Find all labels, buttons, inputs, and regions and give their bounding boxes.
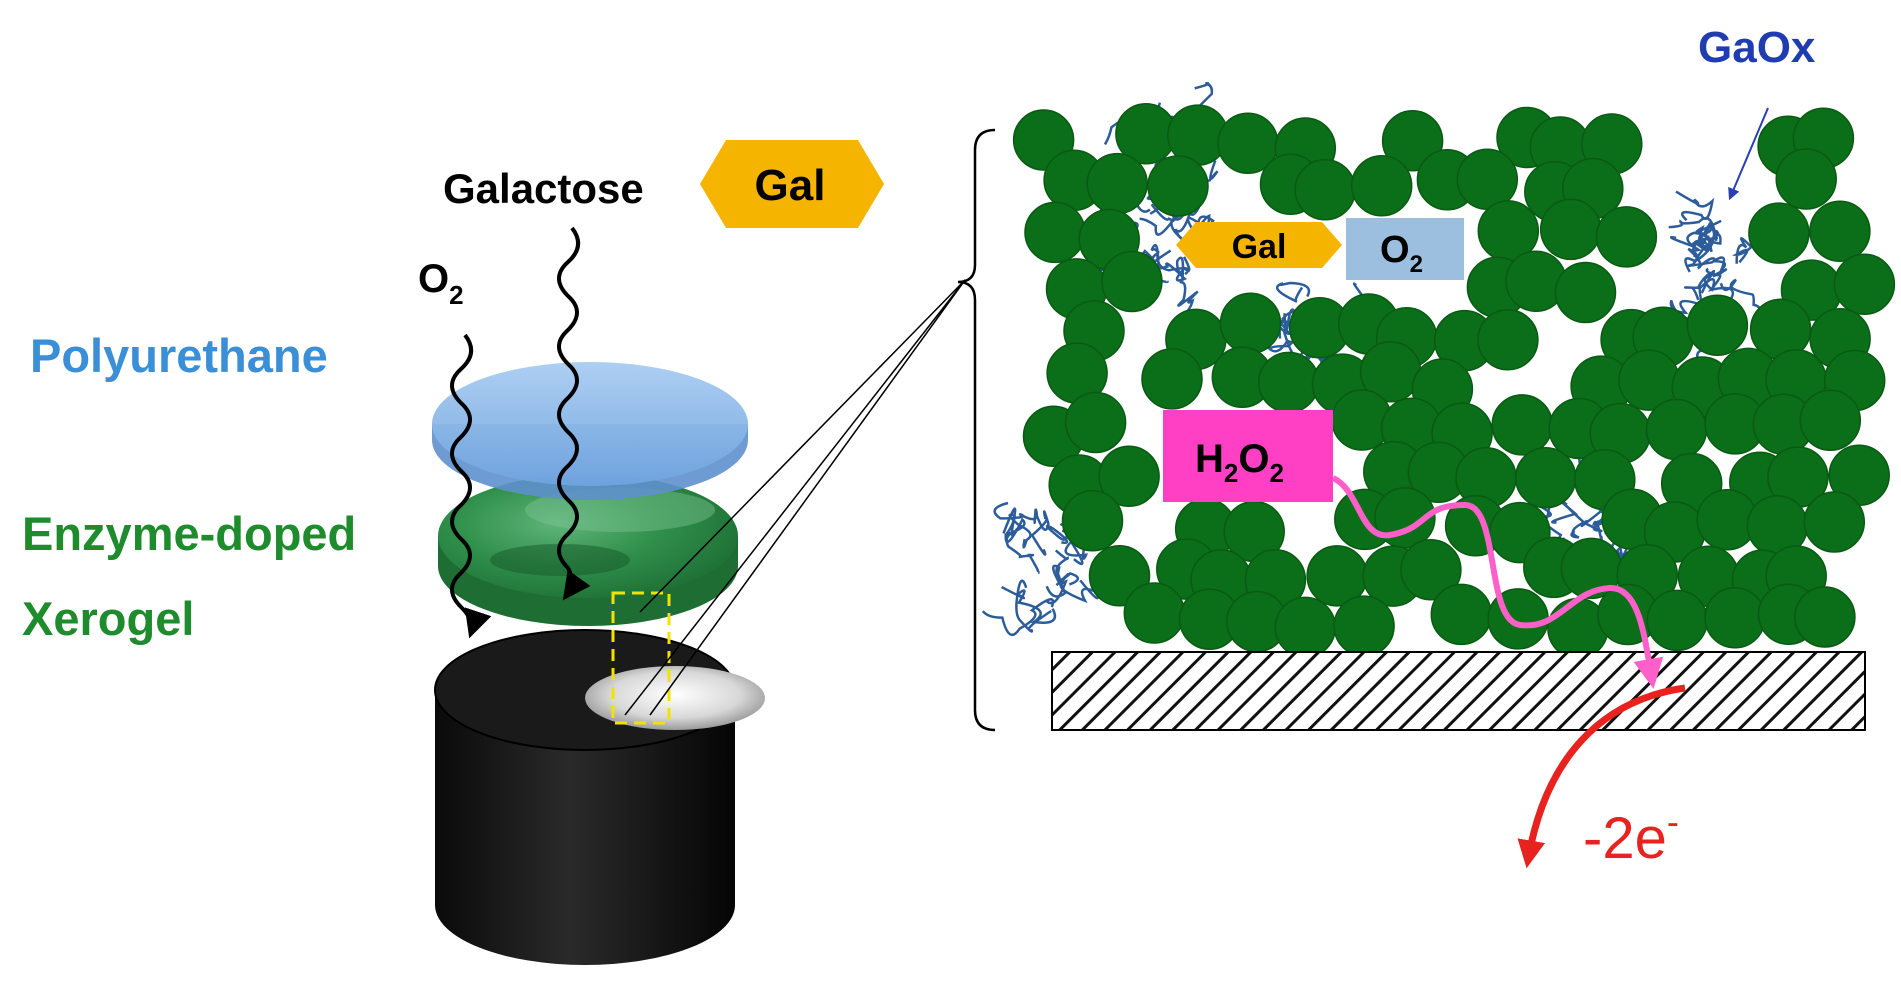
xerogel-particle xyxy=(1833,253,1896,315)
polyurethane-layer xyxy=(432,362,748,500)
zoom-line-top xyxy=(639,279,966,613)
xerogel-particle xyxy=(1381,110,1444,172)
h2o2-label: H2O2 xyxy=(1195,437,1284,488)
xerogel-particle xyxy=(1477,309,1539,371)
xerogel-particle xyxy=(1257,351,1320,414)
xerogel-particle xyxy=(1141,348,1203,410)
xerogel-label-line2: Xerogel xyxy=(22,592,194,645)
gaox-enzyme-strand xyxy=(1731,237,1754,264)
gaox-enzyme-strand xyxy=(1000,585,1057,624)
xerogel-particle xyxy=(1024,201,1086,264)
xerogel-particle xyxy=(1539,198,1602,261)
xerogel-particle xyxy=(1274,596,1337,659)
galactose-diffusion-arrow xyxy=(557,226,591,601)
xerogel-particle xyxy=(1554,261,1617,324)
gaox-enzyme-strand xyxy=(1045,579,1100,605)
electrode-cylinder xyxy=(434,629,765,965)
gaox-enzyme-strand xyxy=(1687,245,1728,277)
xerogel-particle xyxy=(1809,200,1871,263)
gal-badge: Gal xyxy=(700,140,884,228)
h2o2-box: H2O2 xyxy=(1163,410,1333,502)
electron-label: -2e- xyxy=(1583,801,1679,871)
gaox-enzyme-strand xyxy=(1030,510,1050,556)
gaox-enzyme-strand xyxy=(1698,269,1716,309)
xerogel-label-line1: Enzyme-doped xyxy=(22,507,356,560)
xerogel-particle xyxy=(1294,159,1356,221)
gaox-enzyme-strand xyxy=(1004,515,1026,544)
xerogel-particle xyxy=(1430,583,1493,646)
xerogel-particle xyxy=(1514,446,1577,509)
gaox-enzyme-strand xyxy=(1675,190,1715,222)
polyurethane-label: Polyurethane xyxy=(30,329,328,382)
gaox-enzyme-strand xyxy=(993,501,1039,525)
gaox-enzyme-strand xyxy=(1051,564,1080,587)
gaox-enzyme-strand xyxy=(1175,256,1191,282)
xerogel-particle xyxy=(1147,155,1209,217)
zoom-line-upper xyxy=(624,279,966,716)
gaox-enzyme-strand xyxy=(1684,267,1714,301)
xerogel-particle xyxy=(1775,148,1837,210)
o2-box-label: O2 xyxy=(1380,229,1423,278)
xerogel-particles xyxy=(1012,103,1896,660)
gaox-enzyme-strand xyxy=(1719,278,1766,315)
gal-small-label: Gal xyxy=(1232,228,1287,266)
electron-transfer-arrow xyxy=(1517,684,1686,869)
xerogel-particle xyxy=(1645,398,1708,461)
xerogel-particle xyxy=(1350,155,1413,217)
xerogel-particle xyxy=(1595,206,1658,268)
xerogel-particle xyxy=(1803,491,1866,553)
xerogel-particle xyxy=(1491,394,1553,456)
xerogel-particle xyxy=(1086,152,1148,215)
gaox-enzyme-strand xyxy=(981,598,1055,637)
xerogel-particle xyxy=(1748,202,1810,264)
xerogel-particle xyxy=(1686,294,1749,356)
electrode-surface xyxy=(1051,651,1866,731)
gal-small-badge: Gal xyxy=(1176,222,1342,268)
xerogel-particle xyxy=(1704,587,1766,649)
xerogel-particle xyxy=(1061,489,1124,552)
xerogel-particle xyxy=(1101,250,1163,313)
gal-badge-label: Gal xyxy=(755,161,826,210)
xerogel-particle xyxy=(1123,582,1186,644)
gaox-pointer-arrow xyxy=(1728,107,1769,201)
xerogel-particle xyxy=(1799,389,1862,451)
xerogel-particle xyxy=(1794,586,1856,648)
o2-diffusion-arrow xyxy=(450,333,492,639)
gaox-enzyme-strand xyxy=(1275,281,1311,303)
galactose-label: Galactose xyxy=(443,165,644,212)
gaox-enzyme-strand xyxy=(1687,247,1727,271)
electrode-hole xyxy=(585,666,765,730)
gaox-enzyme-strand xyxy=(1177,280,1199,319)
h2o2-diffusion-arrow xyxy=(1331,475,1664,689)
xerogel-layer xyxy=(438,474,738,626)
xerogel-particle xyxy=(1219,292,1282,355)
gaox-enzyme-strand xyxy=(1668,216,1718,242)
zoom-bracket xyxy=(957,128,996,732)
o2-left-label: O2 xyxy=(418,257,464,310)
zoom-line-lower xyxy=(649,279,966,716)
gaox-label: GaOx xyxy=(1698,23,1816,72)
gaox-enzyme-strand xyxy=(1015,579,1052,633)
xerogel-particle xyxy=(1333,595,1395,657)
xerogel-particle xyxy=(1098,445,1160,508)
xerogel-particle xyxy=(1646,589,1708,652)
xerogel-particle xyxy=(1400,538,1462,601)
gaox-enzyme-strand xyxy=(1684,219,1722,273)
xerogel-particle xyxy=(1064,391,1127,454)
o2-box: O2 xyxy=(1346,218,1464,280)
